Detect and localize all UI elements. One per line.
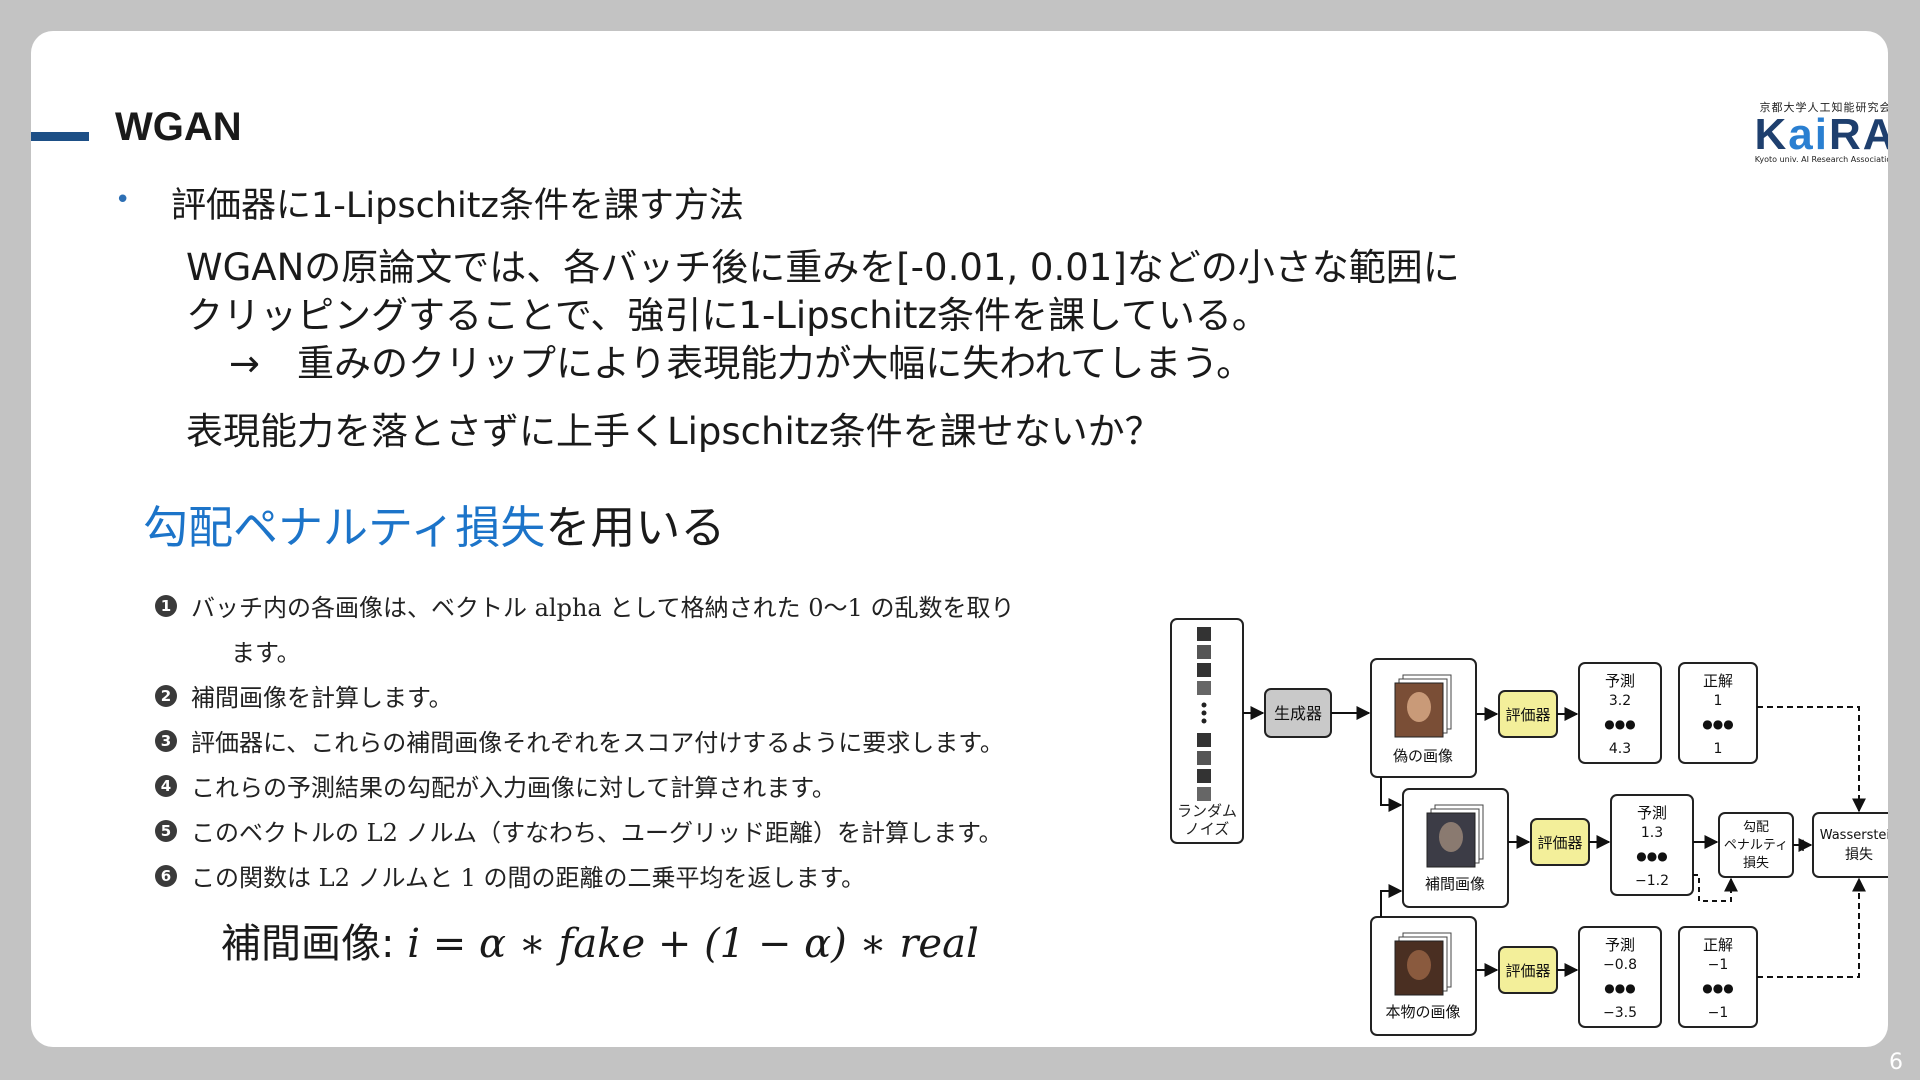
pred-value: −1.2 [1635,873,1669,889]
gradient-penalty-highlight: 勾配ペナルティ損失 [143,501,546,554]
body-line-1: WGANの原論文では、各バッチ後に重みを[-0.01, 0.01]などの小さな範… [186,246,1460,289]
critic-label: 評価器 [1505,962,1550,980]
real-prediction-box: 予測 −0.8 ●●● −3.5 [1578,926,1662,1028]
step-number-badge: 6 [155,864,177,887]
body-line-3: → 重みのクリップにより表現能力が大幅に失われてしまう。 [229,342,1254,385]
noise-label-1: ランダム [1177,802,1237,820]
truth-value: 1 [1714,741,1723,757]
generator-label: 生成器 [1274,704,1322,723]
real-image-box: 本物の画像 [1370,916,1477,1036]
pred-value: −3.5 [1603,1005,1637,1021]
random-noise-vector: ランダム ノイズ [1170,618,1244,844]
ellipsis-dots: ●●● [1702,981,1733,995]
step-text: ます。 [231,639,301,667]
ellipsis-dots: ●●● [1604,981,1635,995]
body-line-2: クリッピングすることで、強引に1-Lipschitz条件を課している。 [186,294,1269,337]
step-number-badge: 5 [155,819,177,842]
critic-label: 評価器 [1537,834,1582,852]
step-4: 4 これらの予測結果の勾配が入力画像に対して計算されます。 [155,768,836,803]
critic-box-interp: 評価器 [1530,818,1590,866]
interpolated-image-box: 補間画像 [1402,788,1509,908]
gp-box-line: 損失 [1743,856,1769,871]
pred-value: −0.8 [1603,957,1637,973]
critic-box-real: 評価器 [1498,946,1558,994]
step-1-continued: ます。 [231,633,301,668]
interp-images-label: 補間画像 [1425,875,1485,893]
step-number-badge: 4 [155,774,177,797]
kaira-logo: 京都大学人工知能研究会 KaiRA Kyoto univ. AI Researc… [1753,99,1888,164]
body-line-4: 表現能力を落とさずに上手くLipschitz条件を課せないか？ [186,410,1162,453]
truth-label: 正解 [1703,936,1733,954]
truth-value: −1 [1708,1005,1729,1021]
interpolation-formula: 補間画像: i = α ∗ fake + (1 − α) ∗ real [221,911,979,969]
formula-label: 補間画像: [221,921,395,967]
step-text: バッチ内の各画像は、ベクトル alpha として格納された 0〜1 の乱数を取り [191,594,1015,622]
fake-truth-box: 正解 1 ●●● 1 [1678,662,1758,764]
pred-value: 1.3 [1641,825,1663,841]
pred-value: 3.2 [1609,693,1631,709]
wasserstein-loss-label: 損失 [1845,847,1873,863]
wgan-gp-diagram: ランダム ノイズ 生成器 偽の画像 補間画像 [1170,618,1888,1036]
logo-subtitle: Kyoto univ. AI Research Association [1754,155,1888,164]
step-1: 1 バッチ内の各画像は、ベクトル alpha として格納された 0〜1 の乱数を取… [155,588,1014,623]
step-text: これらの予測結果の勾配が入力画像に対して計算されます。 [191,774,836,802]
generator-box: 生成器 [1264,688,1332,738]
bullet-heading: 評価器に1-Lipschitz条件を課す方法 [171,186,744,226]
critic-label: 評価器 [1505,706,1550,724]
step-text: このベクトルの L2 ノルム（すなわち、ユーグリッド距離）を計算します。 [191,819,1003,847]
slide-title: WGAN [115,105,242,149]
ellipsis-dots: ●●● [1636,849,1667,863]
fake-prediction-box: 予測 3.2 ●●● 4.3 [1578,662,1662,764]
title-accent-bar [31,132,89,141]
ellipsis-dots: ●●● [1604,717,1635,731]
page-number: 6 [1889,1050,1903,1075]
gp-box-line: 勾配 [1743,820,1769,835]
gp-box-line: ペナルティ [1724,838,1788,853]
step-5: 5 このベクトルの L2 ノルム（すなわち、ユーグリッド距離）を計算します。 [155,813,1003,848]
noise-label-2: ノイズ [1185,820,1230,838]
formula-expression: i = α ∗ fake + (1 − α) ∗ real [407,921,979,967]
logo-wordmark: KaiRA [1753,113,1888,157]
truth-value: 1 [1714,693,1723,709]
logo-letter-k: K [1754,110,1789,159]
gradient-penalty-rest: を用いる [545,501,726,554]
step-number-badge: 2 [155,684,177,707]
critic-box-fake: 評価器 [1498,690,1558,738]
bullet-icon: • [115,185,131,215]
step-6: 6 この関数は L2 ノルムと 1 の間の距離の二乗平均を返します。 [155,858,865,893]
step-text: 補間画像を計算します。 [191,684,453,712]
gradient-penalty-heading: 勾配ペナルティ損失を用いる [143,491,725,556]
logo-org-name: 京都大学人工知能研究会 [1759,101,1889,114]
wasserstein-loss-box: Wasserstein 損失 [1812,812,1888,878]
pred-label: 予測 [1605,672,1635,690]
gradient-penalty-box: 勾配 ペナルティ 損失 [1718,812,1794,878]
wasserstein-label: Wasserstein [1820,828,1888,843]
interp-prediction-box: 予測 1.3 ●●● −1.2 [1610,794,1694,896]
truth-value: −1 [1708,957,1729,973]
pred-label: 予測 [1637,804,1667,822]
step-text: この関数は L2 ノルムと 1 の間の距離の二乗平均を返します。 [191,864,866,892]
ellipsis-dots: ●●● [1702,717,1733,731]
step-3: 3 評価器に、これらの補間画像それぞれをスコア付けするように要求します。 [155,723,1004,758]
slide: WGAN 京都大学人工知能研究会 KaiRA Kyoto univ. AI Re… [31,31,1888,1047]
step-text: 評価器に、これらの補間画像それぞれをスコア付けするように要求します。 [191,729,1004,757]
truth-label: 正解 [1703,672,1733,690]
step-number-badge: 1 [155,594,177,617]
pred-label: 予測 [1605,936,1635,954]
diagram-arrows [1243,706,1866,978]
real-images-label: 本物の画像 [1385,1003,1460,1021]
logo-letter-ai: ai [1788,110,1829,159]
pred-value: 4.3 [1609,741,1631,757]
step-number-badge: 3 [155,729,177,752]
fake-image-box: 偽の画像 [1370,658,1477,778]
fake-images-label: 偽の画像 [1393,747,1453,765]
real-truth-box: 正解 −1 ●●● −1 [1678,926,1758,1028]
step-2: 2 補間画像を計算します。 [155,678,453,713]
logo-letter-ra: RA [1828,110,1888,159]
